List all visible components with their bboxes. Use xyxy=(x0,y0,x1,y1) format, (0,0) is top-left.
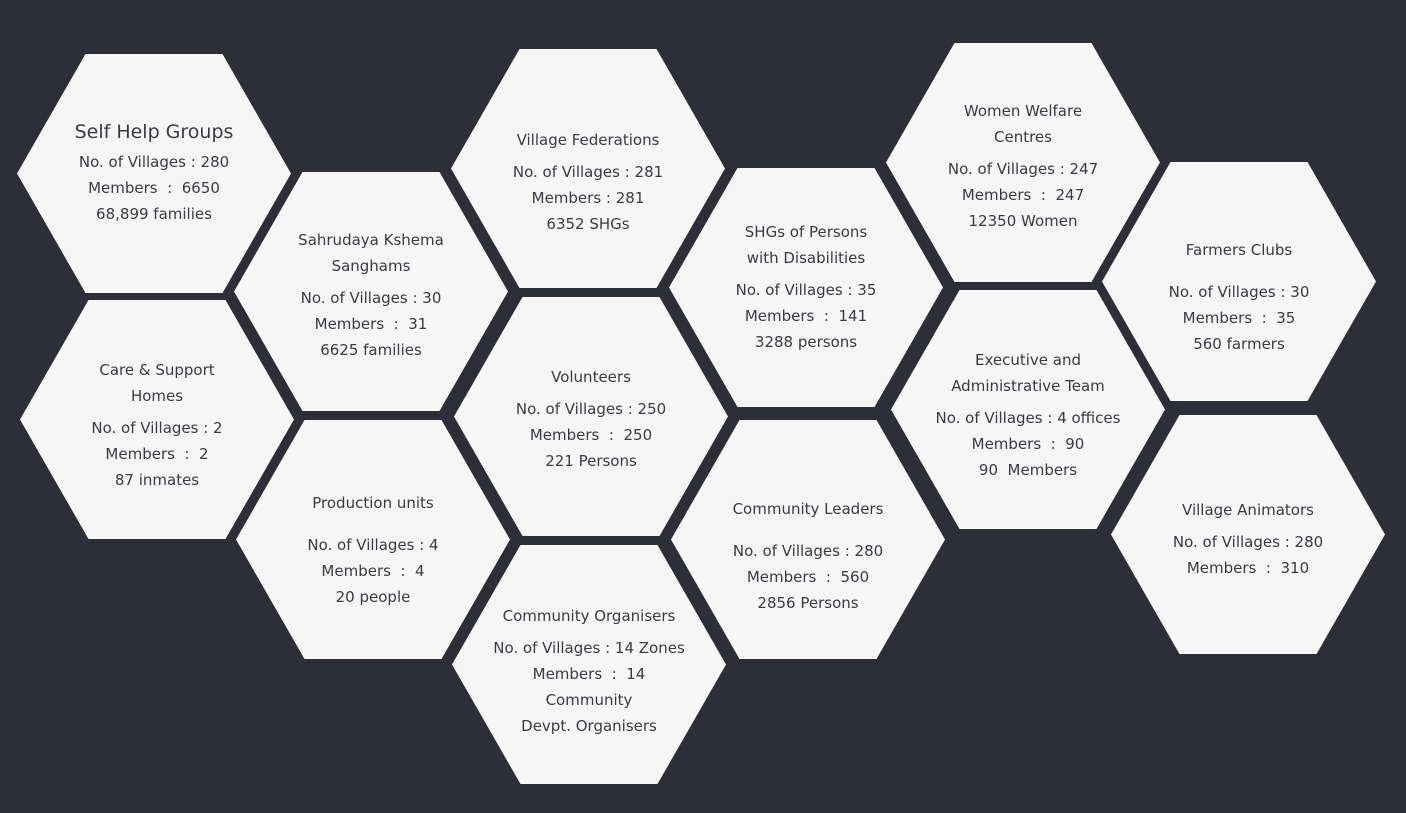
hexagon-title: Village Federations xyxy=(451,127,725,153)
hexagon-stat-line: No. of Villages : 30 xyxy=(1168,283,1310,301)
hexagon-title-line: Village Federations xyxy=(516,131,660,149)
hexagon-stat-line: Devpt. Organisers xyxy=(521,717,657,735)
hexagon-stat-line: 68,899 families xyxy=(96,205,212,223)
hexagon-stat-line: Members : 141 xyxy=(744,307,868,325)
hexagon-title: Volunteers xyxy=(454,364,728,390)
hexagon-stat-line: No. of Villages : 14 Zones xyxy=(493,639,685,657)
hexagon-title: Farmers Clubs xyxy=(1102,237,1376,263)
hexagon-title-line: Sahrudaya Kshema xyxy=(298,231,444,249)
hexagon-stat-line: Members : 14 xyxy=(532,665,646,683)
hexagon-stat-line: No. of Villages : 281 xyxy=(512,163,664,181)
hexagon-stat-line: 90 Members xyxy=(978,461,1078,479)
hexagon-stat-line: 20 people xyxy=(335,588,411,606)
hexagon-stat-line: 12350 Women xyxy=(968,212,1078,230)
hexagon-title-line: Production units xyxy=(312,494,434,512)
hexagon-stat-line: No. of Villages : 4 offices xyxy=(935,409,1121,427)
hexagon-stat-line: Members : 90 xyxy=(971,435,1085,453)
hexagon-stat-line: No. of Villages : 4 xyxy=(307,536,439,554)
hexagon-stat-line: 3288 persons xyxy=(754,333,858,351)
hexagon-stat-line: 2856 Persons xyxy=(757,594,859,612)
hexagon-stat-line: No. of Villages : 2 xyxy=(91,419,223,437)
hexagon-title-line: Community Leaders xyxy=(732,500,884,518)
hexagon-stat-line: Members : 6650 xyxy=(88,179,220,197)
hexagon-title: Community Leaders xyxy=(671,496,945,522)
hexagon-title: Village Animators xyxy=(1111,497,1385,523)
hexagon-title: Production units xyxy=(236,490,510,516)
hexagon-title: SHGs of Persons with Disabilities xyxy=(669,219,943,271)
hexagon-stat-line: Members : 310 xyxy=(1186,559,1310,577)
hexagon-stat-line: Members : 35 xyxy=(1182,309,1296,327)
hexagon-stat-line: Members : 281 xyxy=(531,189,645,207)
hexagon-stat-line: Members : 560 xyxy=(746,568,870,586)
hexagon-title-line: Homes xyxy=(130,387,184,405)
hexagon-stat-line: No. of Villages : 280 xyxy=(78,153,230,171)
hexagon-title: Community Organisers xyxy=(452,603,726,629)
hexagon-stat-line: Members : 247 xyxy=(961,186,1085,204)
hexagon-title-line: Village Animators xyxy=(1182,501,1314,519)
hexagon-title: Self Help Groups xyxy=(17,117,291,147)
hexagon-title-line: Farmers Clubs xyxy=(1185,241,1293,259)
hexagon-stat-line: 6352 SHGs xyxy=(546,215,630,233)
hexagon-stat-line: No. of Villages : 250 xyxy=(515,400,667,418)
hexagon-stat-line: No. of Villages : 280 xyxy=(732,542,884,560)
hexagon-title-line: Executive and xyxy=(974,351,1082,369)
hexagon-stat-line: 6625 families xyxy=(320,341,422,359)
hexagon-title-line: Sanghams xyxy=(331,257,411,275)
hexagon-title-line: Administrative Team xyxy=(951,377,1105,395)
hexagon-title-line: Care & Support xyxy=(99,361,215,379)
hexagon-stat-line: 221 Persons xyxy=(545,452,637,470)
hexagon-stat-line: Members : 31 xyxy=(314,315,428,333)
hexagon-stat-line: 560 farmers xyxy=(1193,335,1285,353)
hexagon-title-line: Women Welfare xyxy=(963,102,1083,120)
hexagon-stat-line: Members : 4 xyxy=(321,562,425,580)
hexagon-stat-line: No. of Villages : 35 xyxy=(735,281,877,299)
hexagon-stat-line: 87 inmates xyxy=(114,471,200,489)
hexagon-stat-line: Community xyxy=(545,691,633,709)
hexagon-stat-line: Members : 2 xyxy=(105,445,209,463)
hexagon-stat-line: No. of Villages : 30 xyxy=(300,289,442,307)
hexagon-title-line: Volunteers xyxy=(551,368,631,386)
hexagon-stat-line: Members : 250 xyxy=(529,426,653,444)
hexagon-title-line: SHGs of Persons xyxy=(744,223,868,241)
hexagon-stat-line: No. of Villages : 247 xyxy=(947,160,1099,178)
hexagon-title-line: Community Organisers xyxy=(502,607,676,625)
hexagon-title-line: Centres xyxy=(994,128,1052,146)
hexagon-stat-line: No. of Villages : 280 xyxy=(1172,533,1324,551)
hexagon-title-line: with Disabilities xyxy=(746,249,866,267)
hexagon-title-line: Self Help Groups xyxy=(74,121,234,143)
